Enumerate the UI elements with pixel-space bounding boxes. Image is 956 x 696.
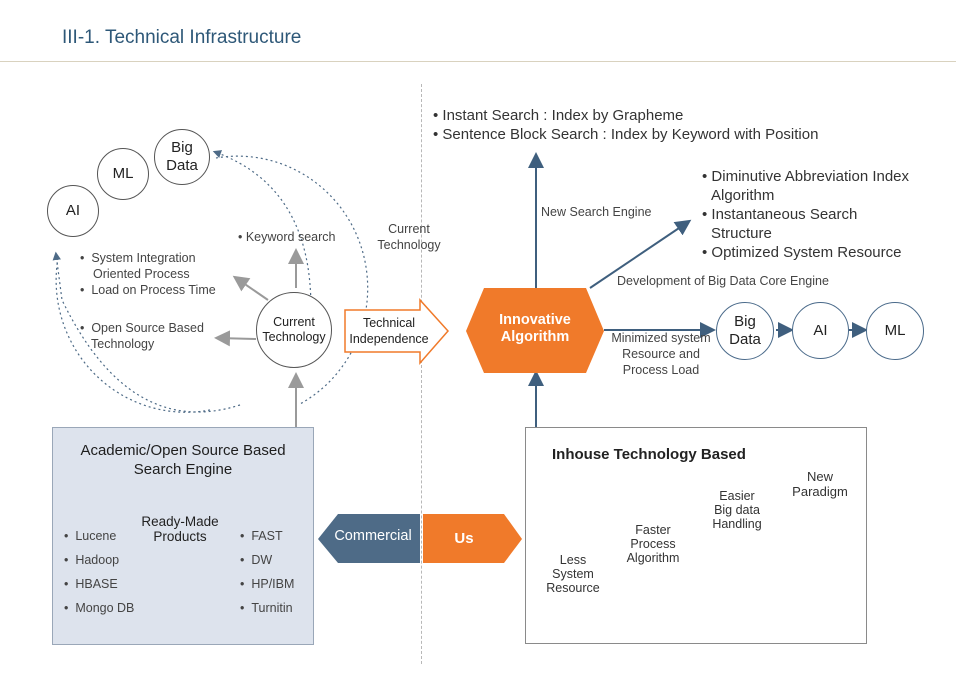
process-bullet-2: Oriented Process	[93, 267, 190, 281]
mid-bullet-3: • Instantaneous Search	[702, 206, 858, 223]
arrow-to-bullets	[589, 219, 692, 289]
open-source-bullets: • Open Source Based Technology	[80, 321, 204, 351]
mid-bullets: • Diminutive Abbreviation Index Algorith…	[702, 167, 909, 262]
academic-right-list: • FAST • DW • HP/IBM • Turnitin	[240, 529, 295, 615]
academic-left-list: • Lucene • Hadoop • HBASE • Mongo DB	[64, 529, 135, 615]
step3-line1: Easier	[719, 489, 755, 503]
current-tech-center-2: Technology	[377, 238, 441, 252]
development-label: Development of Big Data Core Engine	[617, 274, 829, 288]
ready-made-1: Ready-Made	[141, 514, 219, 529]
step1-line1: Less	[559, 553, 587, 567]
commercial-arrow	[318, 514, 420, 563]
chain-ml-circle: ML	[866, 302, 924, 360]
academic-left-item-3: HBASE	[75, 577, 118, 591]
ai-circle: AI	[47, 185, 99, 237]
minimized-label-2: Resource and	[622, 347, 700, 361]
bigdata-label-2: Data	[166, 157, 198, 174]
title-divider	[0, 61, 956, 62]
academic-box	[52, 427, 314, 645]
current-tech-label-1: Current	[273, 315, 315, 329]
step-less-resource: Less System Resource	[540, 553, 606, 595]
design-manufacture-label: Design and Manufacture with Our Own Tech…	[658, 589, 855, 621]
us-label: Us	[454, 530, 474, 547]
arrow-to-process	[232, 275, 269, 301]
open-source-bullet-2: Technology	[91, 337, 155, 351]
academic-title-1: Academic/Open Source Based	[80, 442, 286, 459]
minimized-label-1: Minimized system	[611, 331, 711, 345]
top-bullet-1: • Instant Search : Index by Grapheme	[433, 107, 684, 124]
current-tech-label-2: Technology	[262, 330, 326, 344]
design-label-1: Design and Manufacture	[678, 589, 835, 604]
ready-made-2: Products	[153, 529, 207, 544]
chain-bigdata-circle: Big Data	[716, 302, 774, 360]
innovative-algorithm-label: Innovative Algorithm	[484, 312, 586, 346]
arrow-to-opensource	[214, 330, 257, 347]
academic-title-2: Search Engine	[133, 461, 233, 478]
new-search-engine-label: New Search Engine	[541, 205, 652, 219]
process-bullets: • System Integration Oriented Process • …	[80, 251, 216, 297]
academic-right-item-2: DW	[251, 553, 273, 567]
step2-line3: Algorithm	[626, 551, 680, 565]
mid-bullet-2: Algorithm	[711, 187, 775, 204]
chain-ai-label: AI	[813, 321, 828, 339]
inhouse-box-title: Inhouse Technology Based	[552, 446, 746, 463]
bigdata-circle: Big Data	[154, 129, 210, 185]
center-divider	[421, 84, 422, 664]
mid-bullet-1: • Diminutive Abbreviation Index	[702, 168, 910, 185]
chain-bigdata-label-2: Data	[729, 331, 761, 348]
page-title: III-1. Technical Infrastructure	[62, 27, 302, 48]
academic-left-item-2: Hadoop	[75, 553, 120, 567]
academic-box-title: Academic/Open Source Based Search Engine	[52, 441, 314, 479]
independence-label-1: Technical	[362, 316, 416, 330]
mid-bullet-4: Structure	[711, 225, 772, 242]
academic-right-item-1: FAST	[251, 529, 283, 543]
step-faster-process: Faster Process Algorithm	[620, 523, 686, 565]
us-arrow	[423, 514, 522, 563]
step2-line1: Faster	[635, 523, 671, 537]
minimized-label: Minimized system Resource and Process Lo…	[604, 330, 718, 378]
step-easier-bigdata: Easier Big data Handling	[704, 489, 770, 531]
top-bullet-2: • Sentence Block Search : Index by Keywo…	[433, 126, 819, 143]
step1-line3: Resource	[546, 581, 600, 595]
innovative-label-2: Algorithm	[500, 329, 570, 345]
keyword-search-label: • Keyword search	[238, 230, 336, 244]
process-bullet-1: System Integration	[91, 251, 196, 265]
independence-label-2: Independence	[349, 332, 429, 346]
new-paradigm-label: New Paradigm	[780, 469, 860, 499]
minimized-label-3: Process Load	[622, 363, 700, 377]
mid-bullet-5: • Optimized System Resource	[702, 244, 902, 261]
ml-label: ML	[112, 165, 134, 182]
loop-arc	[55, 155, 369, 413]
new-paradigm-1: New	[806, 469, 833, 484]
innovative-label-1: Innovative	[499, 312, 571, 328]
independence-arrow	[344, 298, 450, 365]
open-source-bullet-1: Open Source Based	[91, 321, 204, 335]
step3-line2: Big data	[714, 503, 760, 517]
innovative-hexagon	[466, 288, 604, 373]
process-bullet-3: Load on Process Time	[91, 283, 216, 297]
chain-ml-label: ML	[884, 322, 906, 339]
chain-bigdata-label-1: Big	[734, 313, 756, 330]
chain-ai-circle: AI	[792, 302, 849, 359]
commercial-label: Commercial	[334, 528, 412, 544]
current-technology-circle: Current Technology	[256, 292, 332, 368]
new-paradigm-2: Paradigm	[792, 484, 848, 499]
technical-independence-label: Technical Independence	[345, 315, 433, 347]
academic-right-item-4: Turnitin	[251, 601, 293, 615]
step2-line2: Process	[630, 537, 676, 551]
top-bullets: • Instant Search : Index by Grapheme • S…	[433, 106, 818, 144]
ml-circle: ML	[97, 148, 149, 200]
current-technology-center-label: Current Technology	[375, 221, 443, 253]
inhouse-box	[525, 427, 867, 644]
academic-left-item-1: Lucene	[75, 529, 117, 543]
current-tech-center-1: Current	[388, 222, 430, 236]
step1-line2: System	[552, 567, 594, 581]
design-label-2: with Our Own Technology	[673, 605, 840, 620]
ready-made-label: Ready-Made Products	[125, 514, 235, 544]
bigdata-label-1: Big	[171, 139, 193, 156]
ai-label: AI	[65, 202, 81, 219]
academic-left-item-4: Mongo DB	[75, 601, 135, 615]
step3-line3: Handling	[712, 517, 762, 531]
academic-right-item-3: HP/IBM	[251, 577, 295, 591]
